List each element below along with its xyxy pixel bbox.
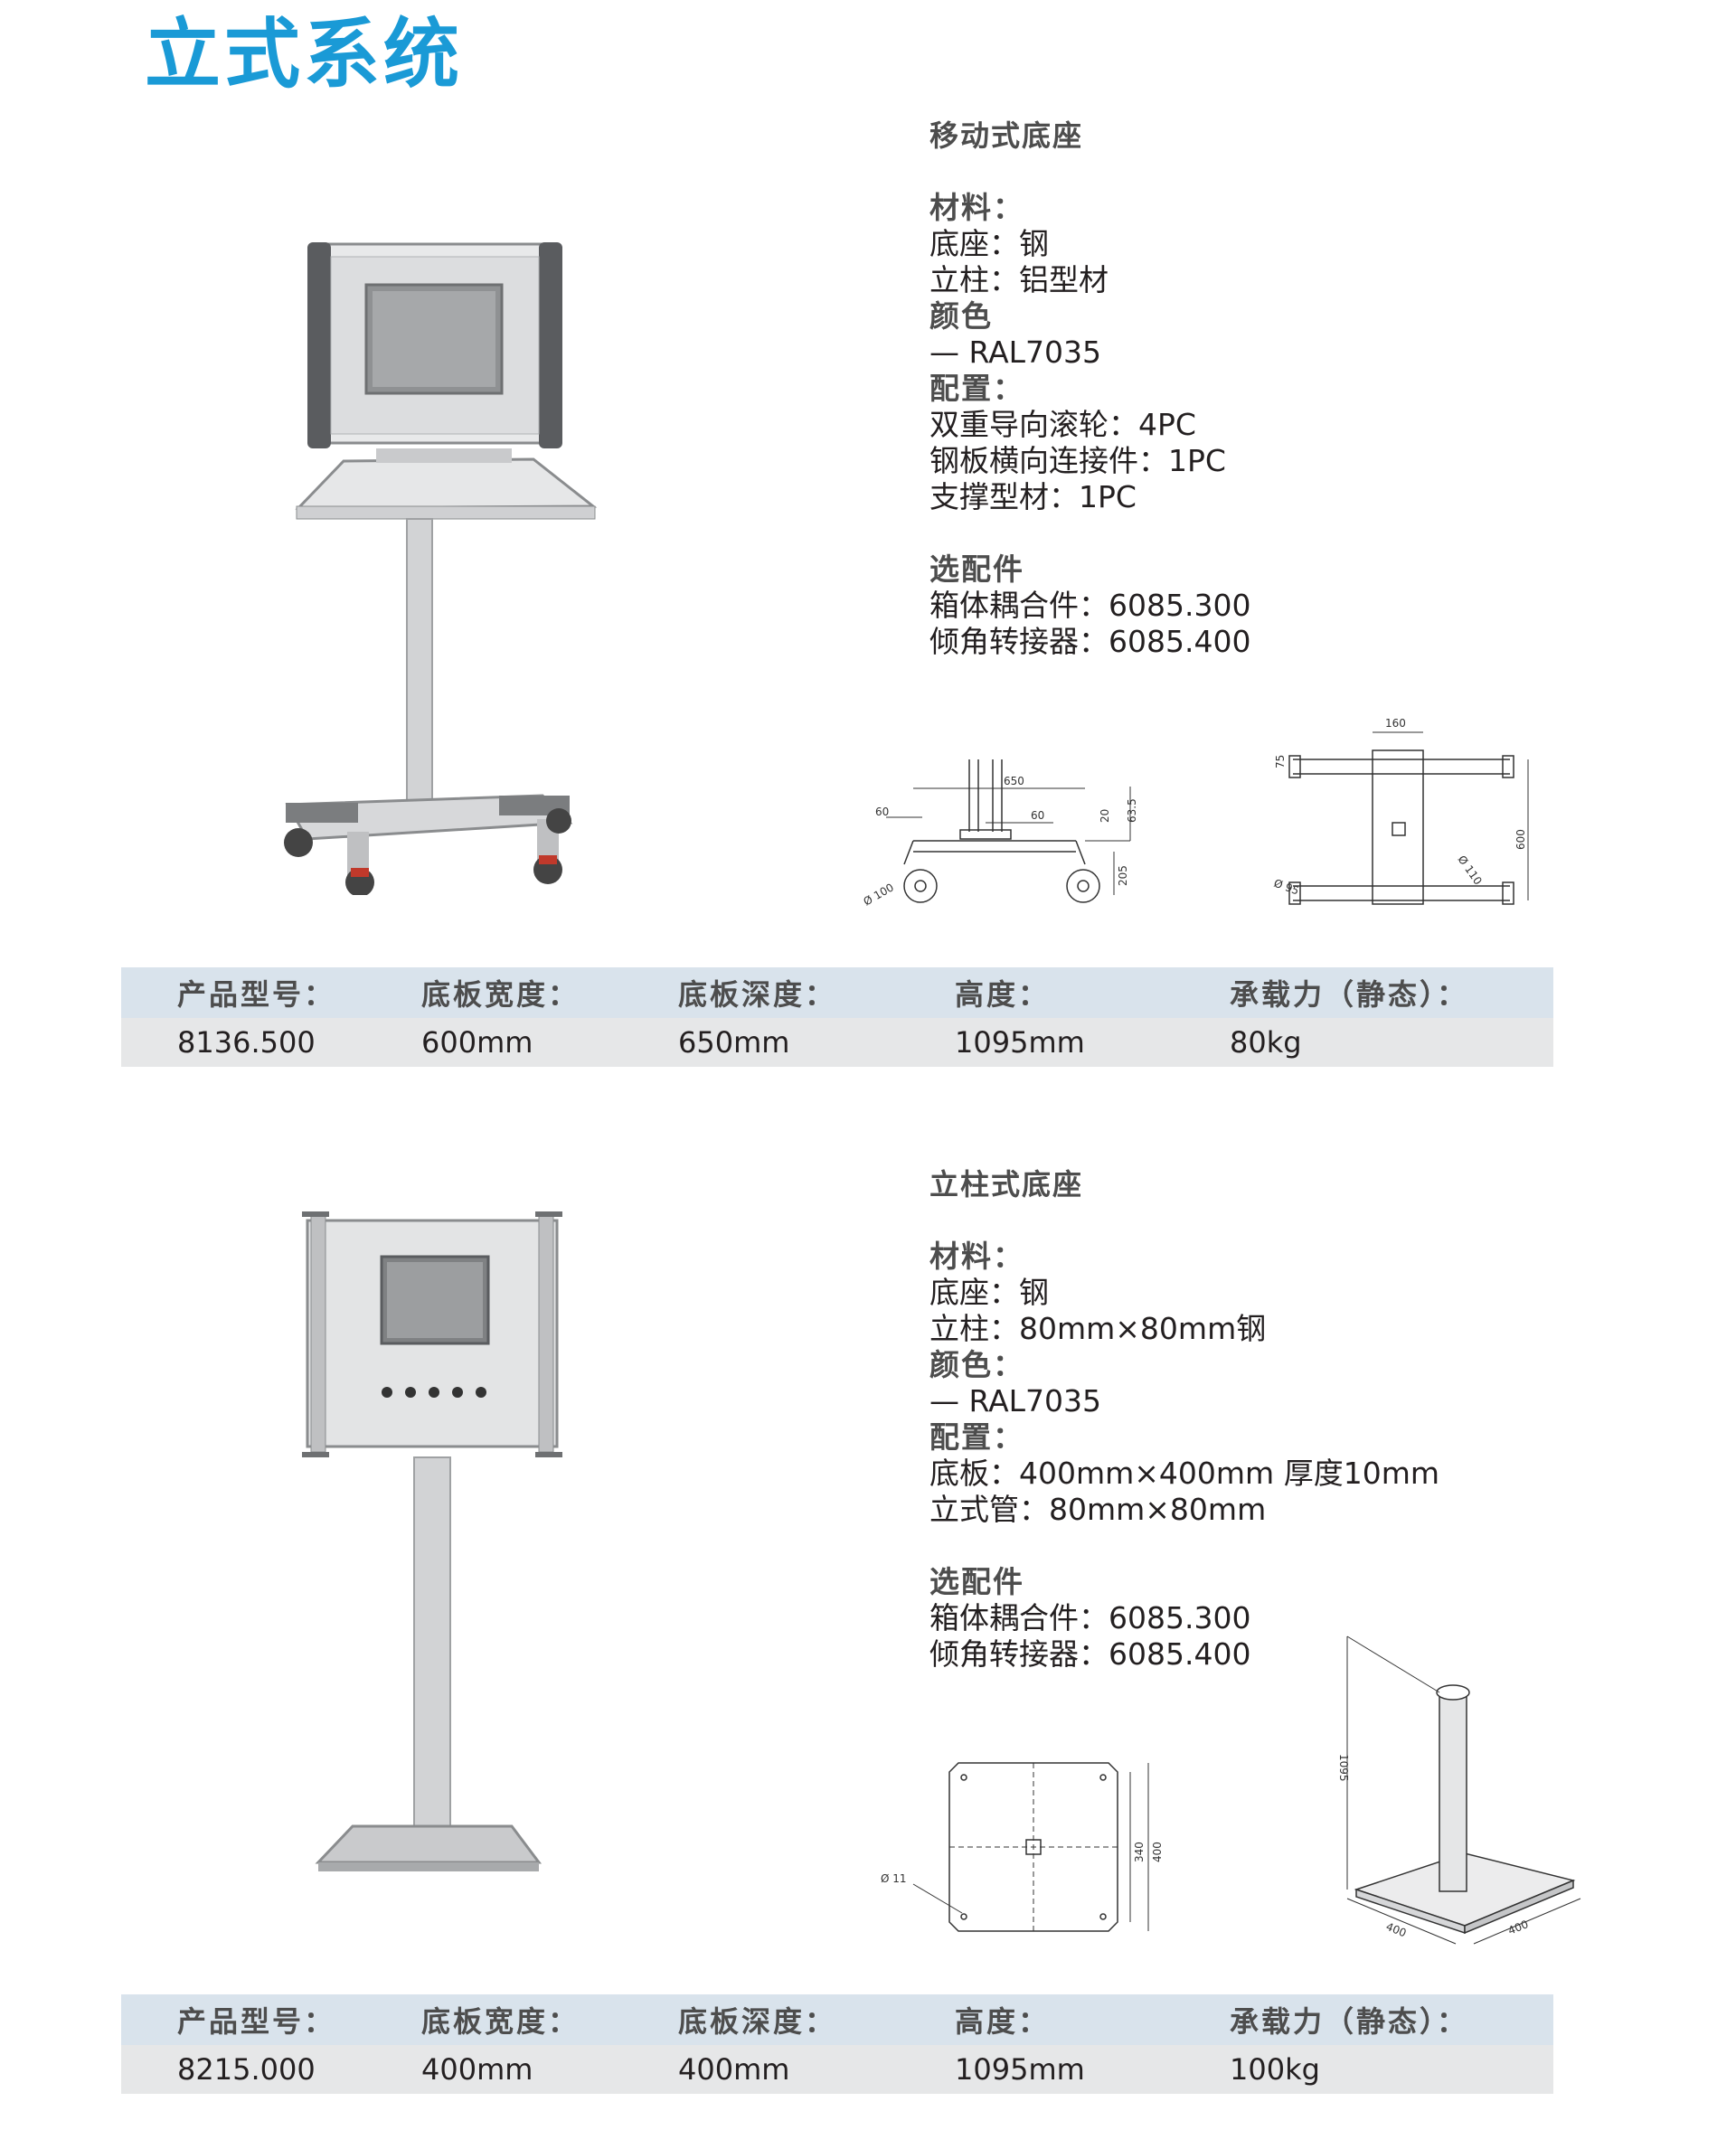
- table-header-row: 产品型号： 底板宽度： 底板深度： 高度： 承载力（静态）：: [121, 967, 1553, 1018]
- dim-label: 400: [1506, 1918, 1530, 1937]
- material-line: 底座：钢: [929, 226, 1049, 261]
- dim-label: 60: [875, 806, 889, 818]
- config-line: 钢板横向连接件：1PC: [929, 443, 1226, 478]
- table-header: 产品型号：: [121, 967, 365, 1018]
- table-cell: 1095mm: [899, 2045, 1174, 2094]
- dim-label: Ø 110: [1456, 853, 1485, 888]
- dim-label: 205: [1117, 865, 1129, 886]
- table-header: 高度：: [899, 967, 1174, 1018]
- mobile-stand-photo: [284, 242, 598, 895]
- color-heading: 颜色：: [929, 1347, 1024, 1382]
- spec-table-pillar: 产品型号： 底板宽度： 底板深度： 高度： 承载力（静态）： 8215.000 …: [121, 1994, 1553, 2094]
- dim-label: 1095: [1337, 1754, 1350, 1782]
- dim-label: 20: [1099, 809, 1111, 823]
- table-cell: 1095mm: [899, 1018, 1174, 1067]
- color-heading: 颜色: [929, 298, 993, 334]
- option-line: 倾角转接器：6085.400: [929, 624, 1251, 659]
- material-line: 底座：钢: [929, 1275, 1049, 1310]
- config-line: 支撑型材：1PC: [929, 479, 1137, 514]
- side-view-drawing: 650 60 60 20 63.5 205 Ø 100: [862, 759, 1138, 909]
- table-row: 8215.000 400mm 400mm 1095mm 100kg: [121, 2045, 1553, 2094]
- material-line: 立柱：铝型材: [929, 262, 1109, 297]
- option-line: 箱体耦合件：6085.300: [929, 1600, 1251, 1635]
- page-title: 立式系统: [145, 10, 464, 99]
- table-cell: 8136.500: [121, 1018, 365, 1067]
- table-header: 高度：: [899, 1994, 1174, 2045]
- plate-drawing: 340 400 Ø 11: [881, 1762, 1164, 1932]
- isometric-drawing: 1095 400 400: [1337, 1635, 1581, 1945]
- config-heading: 配置：: [929, 371, 1024, 406]
- dim-label: 650: [1004, 775, 1024, 787]
- dim-label: 60: [1031, 809, 1044, 822]
- dim-label: 75: [1274, 755, 1287, 768]
- table-cell: 100kg: [1174, 2045, 1553, 2094]
- dim-label: 340: [1133, 1842, 1146, 1862]
- material-heading: 材料：: [929, 190, 1024, 225]
- spec-block-pillar: 立柱式底座 材料： 底座：钢 立柱：80mm×80mm钢 颜色： — RAL70…: [929, 1166, 1580, 1673]
- table-header: 底板宽度：: [365, 967, 622, 1018]
- options-heading: 选配件: [929, 551, 1024, 587]
- dim-label: 400: [1384, 1920, 1408, 1940]
- config-line: 立式管：80mm×80mm: [929, 1492, 1267, 1527]
- material-heading: 材料：: [929, 1239, 1024, 1274]
- table-cell: 400mm: [622, 2045, 899, 2094]
- color-value: — RAL7035: [929, 1383, 1102, 1418]
- table-header: 底板深度：: [622, 967, 899, 1018]
- config-line: 底板：400mm×400mm 厚度10mm: [929, 1456, 1439, 1491]
- table-cell: 600mm: [365, 1018, 622, 1067]
- spec-table-mobile: 产品型号： 底板宽度： 底板深度： 高度： 承载力（静态）： 8136.500 …: [121, 967, 1553, 1067]
- table-header-row: 产品型号： 底板宽度： 底板深度： 高度： 承载力（静态）：: [121, 1994, 1553, 2045]
- options-heading: 选配件: [929, 1564, 1024, 1599]
- dim-label: Ø 95: [1272, 877, 1301, 898]
- dim-label: 160: [1385, 717, 1406, 730]
- table-cell: 400mm: [365, 2045, 622, 2094]
- table-cell: 80kg: [1174, 1018, 1553, 1067]
- product-title: 移动式底座: [929, 118, 1084, 153]
- pillar-stand-photo: [302, 1211, 562, 1871]
- table-header: 承载力（静态）：: [1174, 967, 1553, 1018]
- spec-block-mobile: 移动式底座 材料： 底座：钢 立柱：铝型材 颜色 — RAL7035 配置： 双…: [929, 118, 1580, 660]
- config-line: 双重导向滚轮：4PC: [929, 407, 1196, 442]
- dim-label: Ø 11: [881, 1872, 907, 1885]
- table-header: 产品型号：: [121, 1994, 365, 2045]
- option-line: 倾角转接器：6085.400: [929, 1636, 1251, 1672]
- table-cell: 8215.000: [121, 2045, 365, 2094]
- product-title: 立柱式底座: [929, 1167, 1084, 1202]
- table-header: 承载力（静态）：: [1174, 1994, 1553, 2045]
- dim-label: 400: [1151, 1842, 1164, 1862]
- table-row: 8136.500 600mm 650mm 1095mm 80kg: [121, 1018, 1553, 1067]
- top-view-drawing: 160 75 600 Ø 110 Ø 95: [1272, 717, 1529, 905]
- table-header: 底板宽度：: [365, 1994, 622, 2045]
- color-value: — RAL7035: [929, 335, 1102, 370]
- dim-label: 600: [1514, 829, 1527, 850]
- material-line: 立柱：80mm×80mm钢: [929, 1311, 1267, 1346]
- option-line: 箱体耦合件：6085.300: [929, 588, 1251, 623]
- table-cell: 650mm: [622, 1018, 899, 1067]
- dim-label: 63.5: [1126, 798, 1138, 823]
- config-heading: 配置：: [929, 1419, 1024, 1455]
- dim-label: Ø 100: [862, 881, 896, 908]
- table-header: 底板深度：: [622, 1994, 899, 2045]
